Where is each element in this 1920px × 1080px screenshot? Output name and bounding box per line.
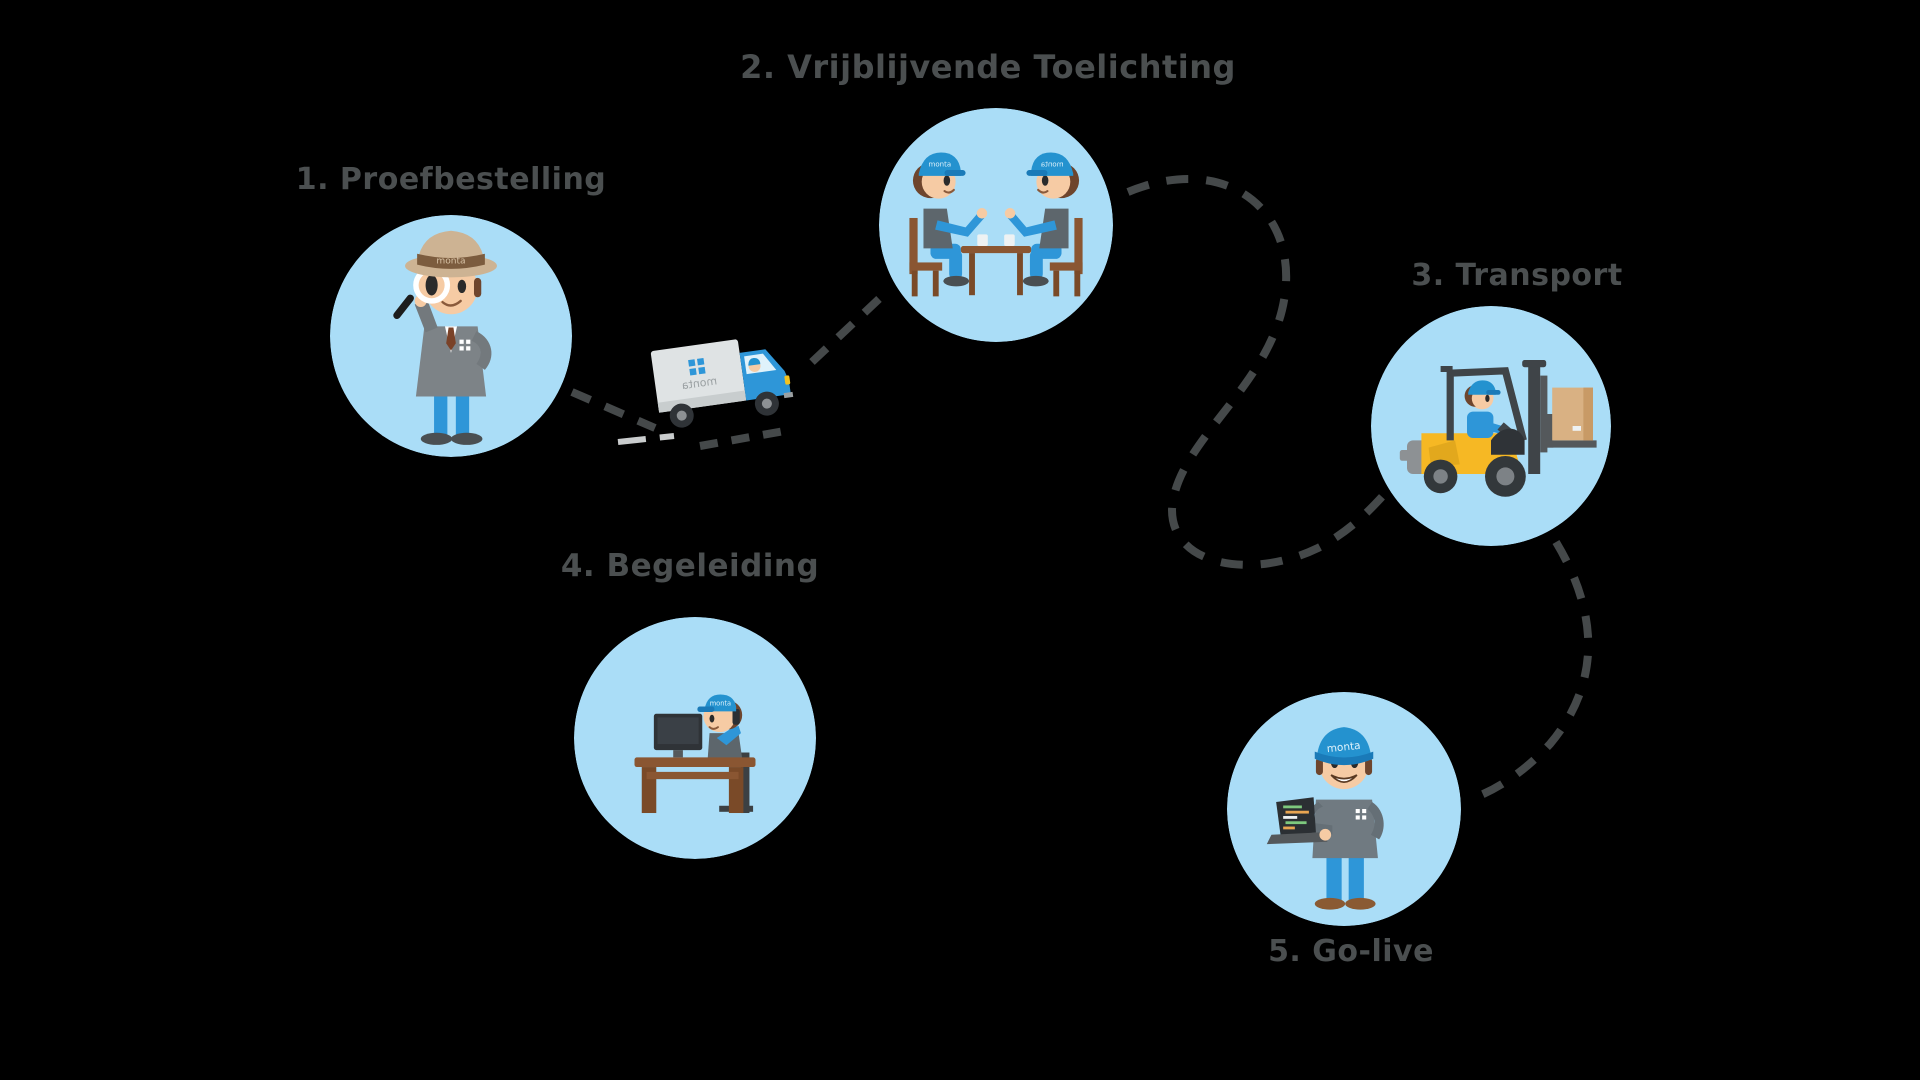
step-3-illustration-forklift xyxy=(1371,306,1611,546)
monta-cap: monta xyxy=(1314,727,1374,766)
truck-cab xyxy=(739,349,794,401)
connector-truck-motion-dark xyxy=(699,426,791,450)
detective-figure: monta xyxy=(393,230,497,445)
step-4-illustration-desk: monta xyxy=(574,617,816,859)
monta-man: monta xyxy=(1266,727,1384,910)
cap-brand-text: monta xyxy=(1326,740,1361,755)
cap-brand-text: monta xyxy=(929,160,952,169)
connector-step3-to-step5 xyxy=(1466,539,1593,804)
step-3-label: 3. Transport xyxy=(1411,258,1623,293)
desktop-monitor xyxy=(653,713,703,758)
meeting-person-left: monta xyxy=(909,152,988,297)
connector-truck-motion-light xyxy=(617,433,675,445)
step-2-illustration-meeting: monta xyxy=(879,108,1113,342)
step-5-illustration-laptop-man: monta xyxy=(1227,692,1461,926)
coat-logo-dots xyxy=(459,339,471,351)
step-5-label: 5. Go-live xyxy=(1268,934,1434,969)
delivery-truck: monta xyxy=(641,315,828,456)
meeting-table xyxy=(960,234,1032,296)
forklift xyxy=(1399,360,1597,497)
connector-step2-to-step3 xyxy=(1126,175,1393,569)
truck-brand-text: monta xyxy=(681,374,718,392)
fedora-hat: monta xyxy=(405,230,497,278)
truck-logo: monta xyxy=(681,357,718,392)
connector-truck-to-step2 xyxy=(809,295,883,365)
connector-step1-to-truck xyxy=(570,388,657,432)
step-1-illustration-detective: monta xyxy=(330,215,572,457)
shirt-logo-dots xyxy=(1355,809,1367,820)
cardboard-box xyxy=(1552,387,1593,441)
step-1-label: 1. Proefbestelling xyxy=(295,162,607,197)
forklift-mast xyxy=(1522,360,1597,474)
truck-wheels xyxy=(669,391,779,428)
forklift-wheels xyxy=(1423,456,1526,497)
hat-brand-text: monta xyxy=(436,256,465,266)
desk xyxy=(634,757,756,814)
laptop-with-code xyxy=(1266,797,1332,845)
cap-brand-text: monta xyxy=(710,699,731,707)
step-2-label: 2. Vrijblijvende Toelichting xyxy=(740,48,1236,86)
forklift-driver xyxy=(1464,380,1511,438)
step-4-label: 4. Begeleiding xyxy=(560,548,820,584)
magnifying-glass xyxy=(393,266,451,320)
